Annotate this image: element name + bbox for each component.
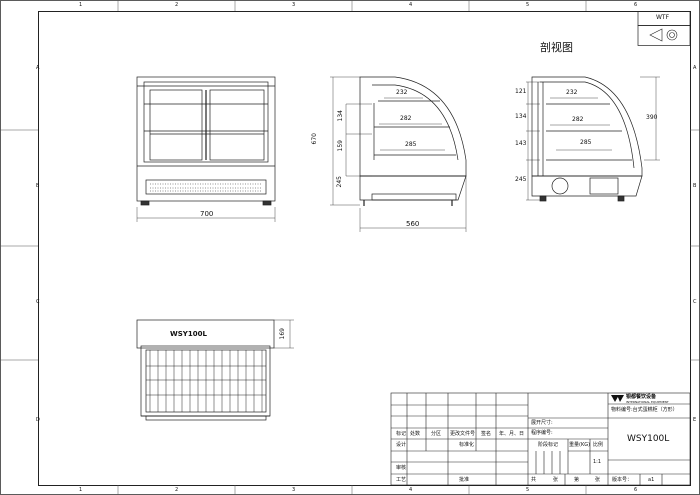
rev-header-sign: 签名 (481, 431, 492, 437)
zone-number-3: 3 (292, 2, 296, 8)
front-lower-dim: 245 (336, 176, 343, 188)
zone-letter-a-right: A (693, 65, 697, 71)
logo-text: 银都餐饮设备 (626, 394, 657, 400)
zone-number-bottom-2: 2 (175, 487, 179, 493)
rev-header-count: 处数 (410, 431, 421, 437)
version-label: 版本号： (612, 477, 633, 483)
program-label: 程序编号: (531, 430, 553, 436)
zone-number-bottom-6: 6 (634, 487, 638, 493)
front-view (136, 76, 276, 222)
drawing-size-label: 展开尺寸: (531, 420, 553, 426)
rev-header-doc: 更改文件号 (450, 431, 476, 437)
row-process: 工艺 (396, 477, 407, 483)
zone-number-2: 2 (175, 2, 179, 8)
side-vertical-dim-2: 134 (515, 113, 527, 120)
product-label: 物料编号:台式蛋糕柜（方形） (611, 407, 678, 413)
side-shelf-dim-1: 232 (566, 89, 578, 96)
zone-letter-e-right: E (693, 417, 697, 423)
zone-letter-c-right: C (693, 299, 697, 305)
side-vertical-dim-4: 245 (515, 176, 527, 183)
zone-letter-a: A (36, 65, 40, 71)
corner-code-box (637, 11, 691, 46)
scale-label: 比例 (593, 442, 604, 448)
top-view (136, 319, 294, 421)
side-shelf-dim-3: 285 (580, 139, 592, 146)
side-vertical-dim-1: 121 (515, 88, 527, 95)
section-vertical-dim-1: 134 (337, 110, 344, 122)
rev-header-zone: 分区 (431, 431, 442, 437)
row-design: 设计 (396, 442, 407, 448)
front-height-dim: 670 (311, 133, 318, 145)
zone-letter-b: B (36, 183, 40, 189)
row-review: 审核 (396, 465, 407, 471)
section-view (330, 76, 467, 232)
front-width-dim: 700 (200, 210, 214, 218)
zone-number-4: 4 (409, 2, 413, 8)
section-shelf-dim-1: 232 (396, 89, 408, 96)
sheet-unit2-label: 张 (595, 477, 601, 483)
row-standard: 标准化 (459, 442, 475, 448)
top-view-model-label: WSY100L (170, 330, 207, 338)
title-block (390, 392, 691, 486)
scale-value: 1:1 (593, 459, 602, 465)
sheets-total-label: 共 (531, 477, 537, 483)
version-value: a1 (648, 477, 655, 483)
corner-code: WTF (656, 14, 670, 21)
view-title: 剖视图 (540, 41, 573, 54)
side-glass-height-dim: 390 (646, 114, 658, 121)
zone-number-6: 6 (634, 2, 638, 8)
section-shelf-dim-2: 282 (400, 115, 412, 122)
sheet-unit-label: 张 (553, 477, 559, 483)
zone-letter-b-right: B (693, 183, 697, 189)
zone-number-1: 1 (79, 2, 83, 8)
section-depth-dim: 560 (406, 220, 420, 228)
rev-header-date: 年、月、日 (499, 431, 525, 437)
side-shelf-dim-2: 282 (572, 116, 584, 123)
zone-letter-c: C (36, 299, 40, 305)
row-approve: 批准 (459, 477, 470, 483)
section-vertical-dim-2: 159 (337, 140, 344, 152)
zone-number-5: 5 (526, 2, 530, 8)
zone-number-bottom-1: 1 (79, 487, 83, 493)
logo-subtext: INTERNATIONAL EQUIPMENT (626, 400, 669, 404)
side-view (526, 76, 660, 202)
zone-letter-d: D (36, 417, 40, 423)
zone-number-bottom-3: 3 (292, 487, 296, 493)
sheet-no-label: 第 (574, 477, 580, 483)
zone-number-bottom-5: 5 (526, 487, 530, 493)
top-view-height-dim: 169 (279, 328, 286, 340)
side-vertical-dim-3: 143 (515, 140, 527, 147)
part-name: WSY100L (627, 434, 670, 444)
rev-header-mark: 标记 (396, 431, 407, 437)
weight-label: 重量(KG) (569, 442, 591, 448)
zone-number-bottom-4: 4 (409, 487, 413, 493)
section-shelf-dim-3: 285 (405, 141, 417, 148)
stage-label: 阶段标记 (538, 442, 559, 448)
